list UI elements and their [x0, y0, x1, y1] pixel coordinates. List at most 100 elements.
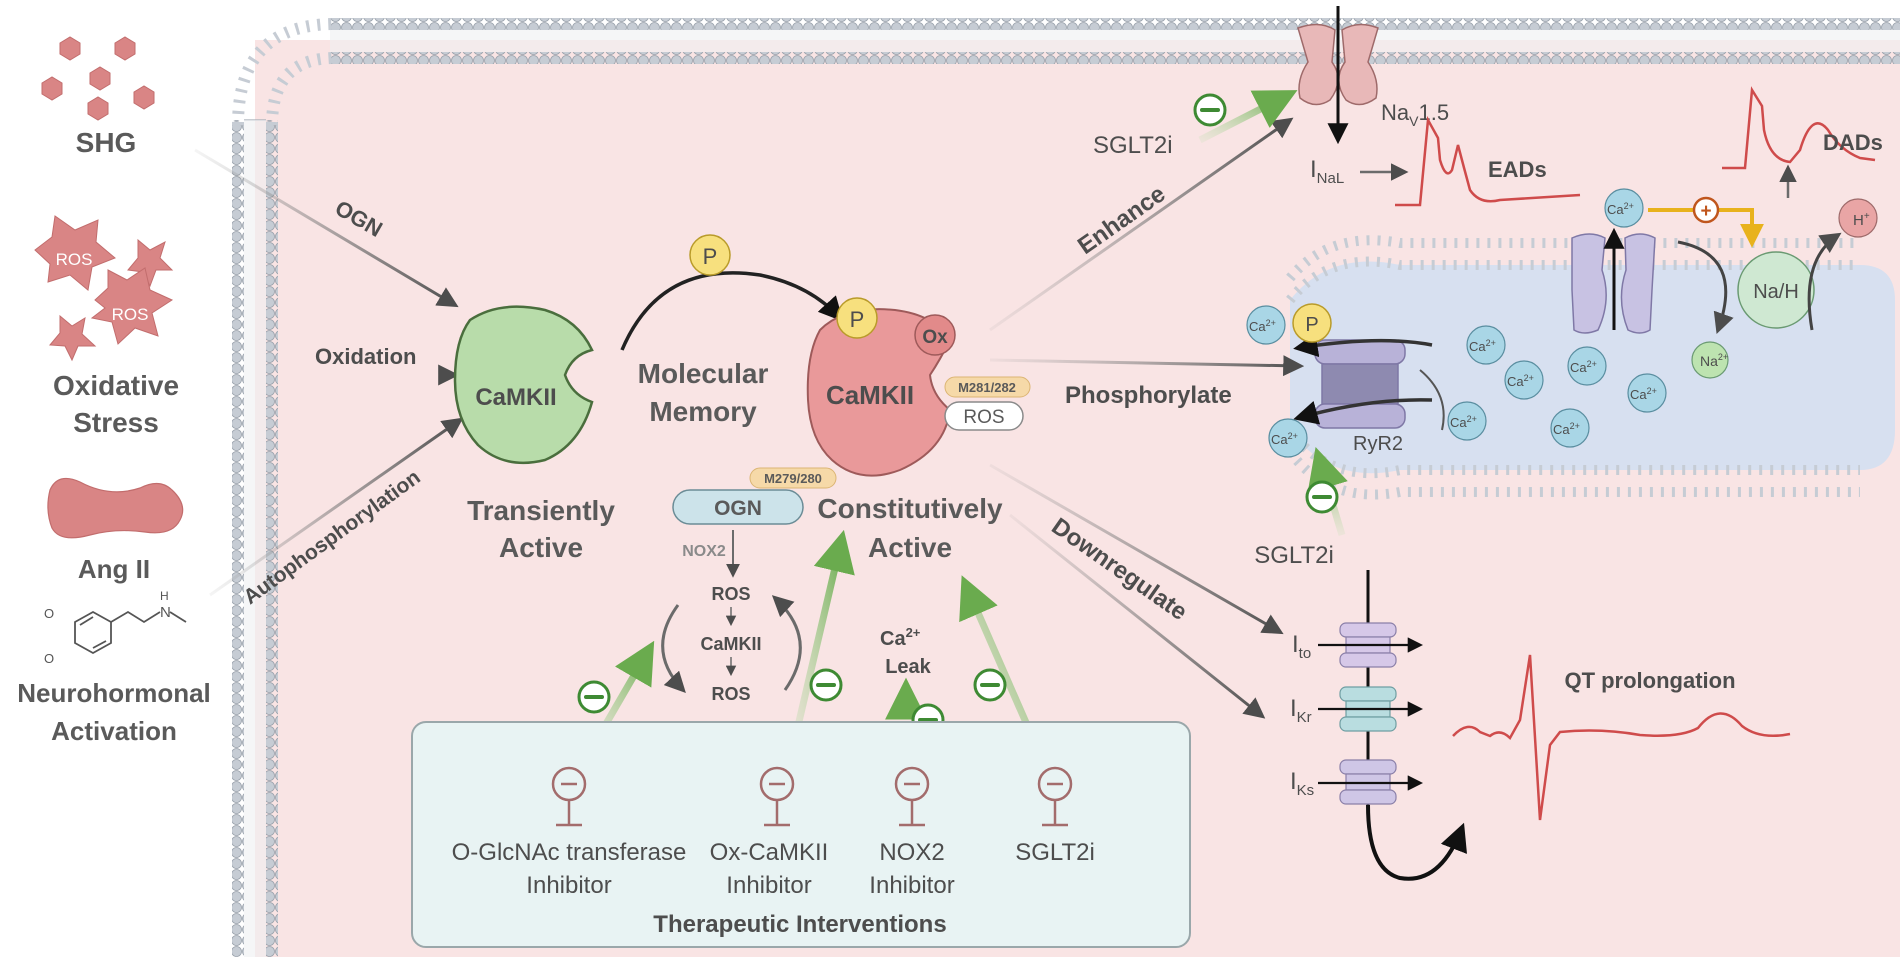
oxidative-label-2: Stress: [73, 407, 159, 438]
active-p-circle: [836, 297, 878, 339]
iks-main: I: [1290, 768, 1297, 795]
nah-label: Na/H: [1753, 281, 1799, 303]
k-efflux-curve: [1366, 804, 1467, 881]
ead-waveform: [1395, 115, 1581, 207]
ca-ions: [1246, 305, 1667, 458]
dad-waveform: [1722, 86, 1876, 170]
downregulate-lower-arrow: [1009, 513, 1266, 719]
na-ion-main: Na: [1700, 353, 1718, 369]
h-ion-sup: +: [1864, 211, 1870, 222]
ca-label-7: Ca: [1450, 415, 1467, 430]
inal-sub: NaL: [1317, 170, 1345, 187]
ikr-label: IKr: [1290, 695, 1312, 726]
ikr-sub: Kr: [1297, 709, 1312, 726]
nah-exchanger: [1737, 251, 1815, 329]
ox-circle: [914, 314, 956, 356]
loop-right-arc: [771, 595, 802, 691]
therapy-1-line2: Inhibitor: [526, 872, 611, 899]
ryr2-channel: [1314, 339, 1406, 429]
m281-label: M281/282: [958, 380, 1016, 395]
m279-label: M279/280: [764, 471, 822, 486]
ryr2-release-arc-up: [1293, 332, 1433, 358]
na-ion-label: Na2+: [1700, 352, 1728, 369]
svg-text:Ca2+: Ca2+: [1249, 318, 1276, 334]
m281-tag: [944, 376, 1031, 398]
ca-sup-8: 2+: [1570, 421, 1580, 431]
active-p-label: P: [850, 307, 865, 332]
ikr-channel: [1339, 686, 1397, 732]
ca-sup-3: 2+: [1486, 338, 1496, 348]
neuro-label-1: Neurohormonal: [17, 678, 211, 708]
svg-text:Ca2+: Ca2+: [1553, 421, 1580, 437]
memory-line2: Memory: [649, 396, 757, 427]
shg-label: SHG: [76, 127, 137, 158]
camkii-transient-shape: [453, 305, 594, 465]
m279-tag: [749, 467, 837, 489]
mol-n: N: [160, 604, 171, 621]
ang2-label: Ang II: [78, 554, 150, 584]
ogn-tag-label: OGN: [714, 497, 762, 520]
inal-main: I: [1310, 156, 1317, 183]
mol-o-bottom: O: [44, 651, 54, 666]
memory-p-label: P: [703, 244, 718, 269]
phosphorylate-label: Phosphorylate: [1065, 382, 1232, 409]
iks-label: IKs: [1290, 768, 1314, 799]
loop-ros-bottom: ROS: [711, 684, 750, 704]
therapy-3-line2: Inhibitor: [869, 872, 954, 899]
therapy-1-line1: O-GlcNAc transferase: [452, 839, 687, 866]
nav15-channel: [1297, 23, 1379, 106]
therapy-4-line1: SGLT2i: [1015, 839, 1095, 866]
plus-badge: [1692, 196, 1720, 224]
svg-text:Ca2+: Ca2+: [1570, 359, 1597, 375]
na-ion-sup: 2+: [1718, 352, 1728, 362]
svg-text:Ca2+: Ca2+: [1607, 201, 1634, 217]
mol-h: H: [160, 589, 169, 603]
transient-state-1: Transiently: [467, 495, 615, 526]
active-ros-label: ROS: [963, 407, 1004, 428]
ca-ion-top: [1604, 188, 1644, 228]
ca-label-1: Ca: [1249, 319, 1266, 334]
therapy-3-line1: NOX2: [879, 839, 944, 866]
loop-camkii: CaMKII: [700, 634, 761, 654]
svg-text:Ca2+: Ca2+: [1271, 431, 1298, 447]
svg-text:Ca2+: Ca2+: [1630, 386, 1657, 402]
ros-star-label-a: ROS: [56, 250, 93, 269]
svg-text:Ca2+: Ca2+: [1507, 373, 1534, 389]
inhibitor-symbols: [551, 766, 1073, 827]
leak-label: Leak: [885, 656, 931, 678]
active-ros-tag: [944, 401, 1024, 431]
memory-arc-arrow: [620, 271, 844, 351]
sglt2-nav-arrow: [1198, 90, 1298, 144]
camkii-active-label: CaMKII: [826, 380, 914, 410]
ikr-main: I: [1290, 695, 1297, 722]
nav15-sub: V: [1409, 113, 1419, 129]
camkii-transient-label: CaMKII: [475, 384, 556, 411]
ito-main: I: [1292, 631, 1299, 658]
enhance-arrow: [989, 117, 1294, 332]
mol-o-top: O: [44, 606, 54, 621]
na-ion: [1691, 341, 1729, 379]
therapy-title: Therapeutic Interventions: [653, 911, 946, 938]
therapy-2-line1: Ox-CaMKII: [710, 839, 829, 866]
ca-label-2: Ca: [1271, 432, 1288, 447]
plus-badge-label: +: [1700, 201, 1711, 222]
ca-sup-5: 2+: [1587, 359, 1597, 369]
ca-plus-arrow: [1648, 208, 1764, 248]
memory-p-circle: [689, 234, 731, 276]
h-ion-label: H+: [1853, 211, 1870, 229]
nav15-main: Na: [1381, 100, 1410, 125]
minus-signs: [584, 683, 1000, 722]
phosphorylate-arrow: [989, 355, 1305, 377]
sr-ca-channel: [1571, 233, 1656, 334]
loop-left-arc: [661, 604, 686, 694]
ca-sup-1: 2+: [1266, 318, 1276, 328]
ca-sup-2: 2+: [1288, 431, 1298, 441]
ca-sup-7: 2+: [1467, 414, 1477, 424]
nav15-tail: 1.5: [1418, 100, 1449, 125]
ryr2-p-circle: [1292, 303, 1332, 343]
ca-ion-labels: Ca2+ Ca2+ Ca2+ Ca2+ Ca2+ Ca2+ Ca2+ Ca2+ …: [1249, 201, 1657, 447]
loop-nox2: NOX2: [682, 543, 726, 560]
ca-sup-0: 2+: [1624, 201, 1634, 211]
transient-state-2: Active: [499, 532, 583, 563]
